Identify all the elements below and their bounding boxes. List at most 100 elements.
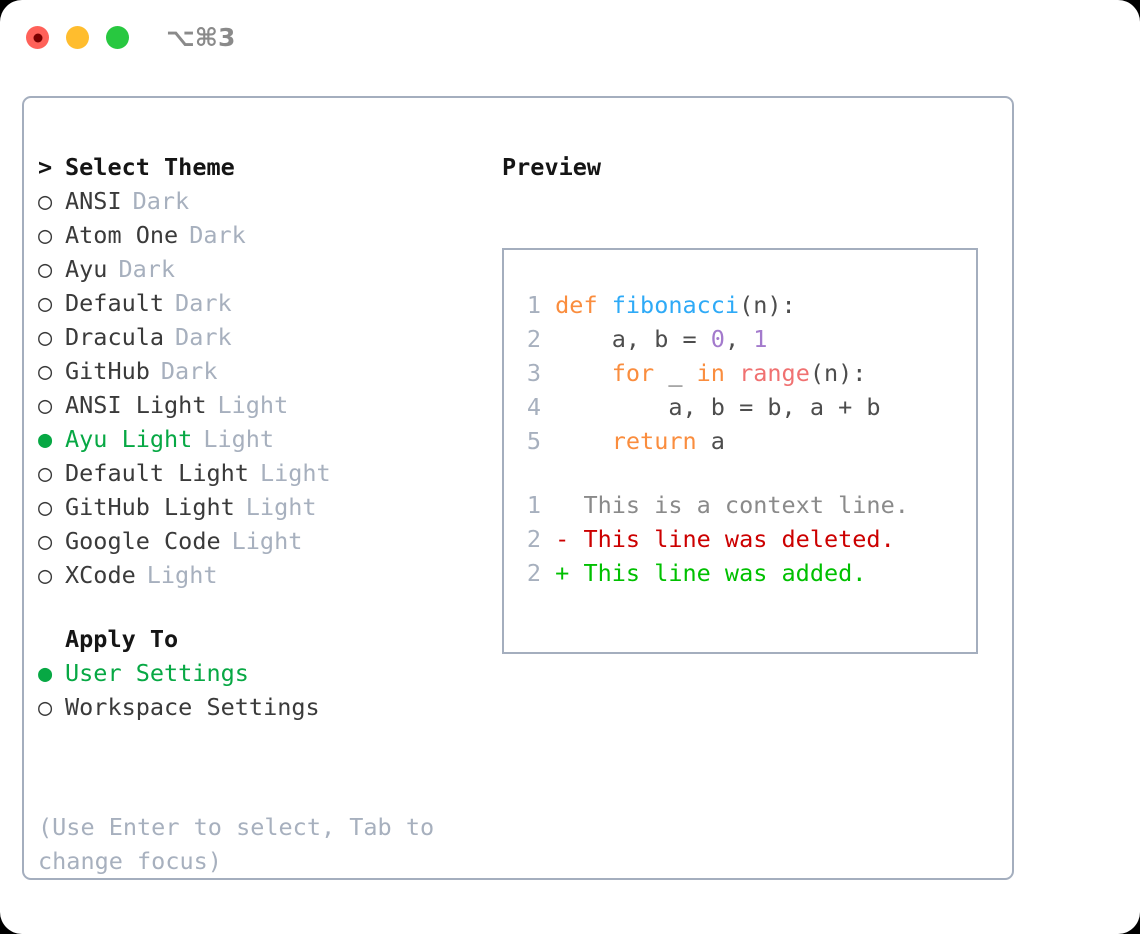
traffic-lights (26, 26, 129, 49)
theme-name-label: Google Code (65, 527, 221, 555)
theme-variant-tag: Dark (160, 357, 218, 385)
maximize-button[interactable] (106, 26, 129, 49)
theme-list-item[interactable]: ○ Ayu Dark (38, 252, 498, 286)
line-number: 4 (526, 393, 541, 421)
radio-selected-icon: ● (38, 425, 53, 453)
theme-variant-tag: Light (245, 493, 317, 521)
theme-variant-tag: Dark (175, 323, 232, 351)
code-token: range (739, 359, 810, 387)
code-line: 3 for _ in range(n): (515, 356, 975, 390)
theme-name-label: ANSI (65, 187, 122, 215)
line-number: 2 (526, 525, 541, 553)
theme-variant-tag: Light (146, 561, 218, 589)
code-token (555, 359, 612, 387)
radio-unselected-icon: ○ (38, 561, 53, 589)
theme-name-label: Atom One (65, 221, 179, 249)
code-token: (n): (739, 291, 796, 319)
theme-list-item[interactable]: ○ GitHub Light Light (38, 490, 498, 524)
theme-variant-tag: Light (203, 425, 275, 453)
keyboard-hint-text: (Use Enter to select, Tab to change focu… (38, 813, 435, 875)
theme-name-label: Ayu (65, 255, 108, 283)
code-token: def (555, 291, 612, 319)
apply-to-item[interactable]: ○ Workspace Settings (38, 690, 498, 724)
theme-name-label: ANSI Light (65, 391, 207, 419)
theme-list-item[interactable]: ○ ANSI Dark (38, 184, 498, 218)
radio-unselected-icon: ○ (38, 459, 53, 487)
line-number: 1 (526, 491, 541, 519)
theme-variant-tag: Light (231, 527, 303, 555)
apply-to-title: Apply To (65, 625, 179, 653)
theme-name-label: GitHub Light (65, 493, 235, 521)
theme-name-label: GitHub (65, 357, 150, 385)
code-token: 1 (753, 325, 768, 353)
select-theme-header: > Select Theme (38, 150, 498, 184)
title-bar: ⌥⌘3 (0, 0, 1140, 76)
section-title: Select Theme (65, 153, 235, 181)
apply-to-label: Workspace Settings (65, 693, 320, 721)
radio-unselected-icon: ○ (38, 357, 53, 385)
code-token (555, 427, 612, 455)
minimize-button[interactable] (66, 26, 89, 49)
code-token (725, 359, 739, 387)
theme-variant-tag: Light (217, 391, 289, 419)
line-number: 1 (526, 291, 541, 319)
cursor-marker-icon: > (38, 153, 53, 181)
radio-selected-icon: ● (38, 659, 53, 687)
apply-to-item[interactable]: ● User Settings (38, 656, 498, 690)
theme-name-label: Dracula (65, 323, 165, 351)
diff-text: This is a context line. (555, 491, 909, 519)
code-token: (n): (809, 359, 867, 387)
code-line: 4 a, b = b, a + b (515, 390, 975, 424)
radio-unselected-icon: ○ (38, 255, 53, 283)
diff-line: 2 - This line was deleted. (515, 522, 975, 556)
theme-list-item[interactable]: ● Ayu Light Light (38, 422, 498, 456)
apply-to-list: ● User Settings ○ Workspace Settings (38, 656, 498, 724)
line-number: 2 (526, 559, 541, 587)
code-token: _ (654, 359, 697, 387)
theme-list-item[interactable]: ○ GitHub Dark (38, 354, 498, 388)
close-button[interactable] (26, 26, 49, 49)
preview-pane: Preview 1 def fibonacci(n):2 a, b = 0, 1… (502, 150, 1002, 654)
code-line: 2 a, b = 0, 1 (515, 322, 975, 356)
apply-to-header: Apply To (38, 622, 498, 656)
theme-name-label: Default (65, 289, 165, 317)
line-number: 3 (526, 359, 541, 387)
code-token: return (611, 427, 697, 455)
code-line: 5 return a (515, 424, 975, 458)
theme-list-item[interactable]: ○ Google Code Light (38, 524, 498, 558)
keyboard-shortcut-label: ⌥⌘3 (166, 23, 236, 52)
line-number: 2 (526, 325, 541, 353)
radio-unselected-icon: ○ (38, 221, 53, 249)
theme-name-label: Ayu Light (65, 425, 193, 453)
radio-unselected-icon: ○ (38, 493, 53, 521)
theme-list-item[interactable]: ○ Atom One Dark (38, 218, 498, 252)
theme-variant-tag: Dark (189, 221, 246, 249)
code-token: in (696, 359, 725, 387)
code-token: a (696, 427, 725, 455)
radio-unselected-icon: ○ (38, 187, 53, 215)
apply-to-label: User Settings (65, 659, 249, 687)
diff-line: 2 + This line was added. (515, 556, 975, 590)
radio-unselected-icon: ○ (38, 527, 53, 555)
diff-lines: 1 This is a context line. 2 - This line w… (515, 488, 975, 590)
code-token: , (724, 325, 754, 353)
theme-variant-tag: Dark (118, 255, 176, 283)
theme-variant-tag: Dark (132, 187, 190, 215)
line-number: 5 (526, 427, 541, 455)
code-line: 1 def fibonacci(n): (515, 288, 975, 322)
radio-unselected-icon: ○ (38, 693, 53, 721)
radio-unselected-icon: ○ (38, 289, 53, 317)
spacer-marker (38, 622, 65, 656)
theme-variant-tag: Light (259, 459, 331, 487)
